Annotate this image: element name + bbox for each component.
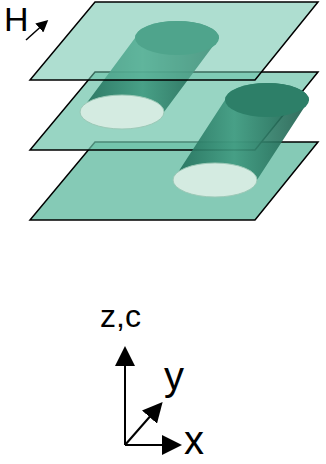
axis-label: z,c <box>100 300 141 332</box>
axis-label: y <box>164 356 184 396</box>
axis-label: x <box>184 420 204 460</box>
field-label: H <box>4 2 29 36</box>
vortex-cylinder <box>173 83 309 197</box>
layer-plane <box>30 2 318 80</box>
field-arrow <box>26 22 46 40</box>
layer-plane <box>30 142 318 220</box>
